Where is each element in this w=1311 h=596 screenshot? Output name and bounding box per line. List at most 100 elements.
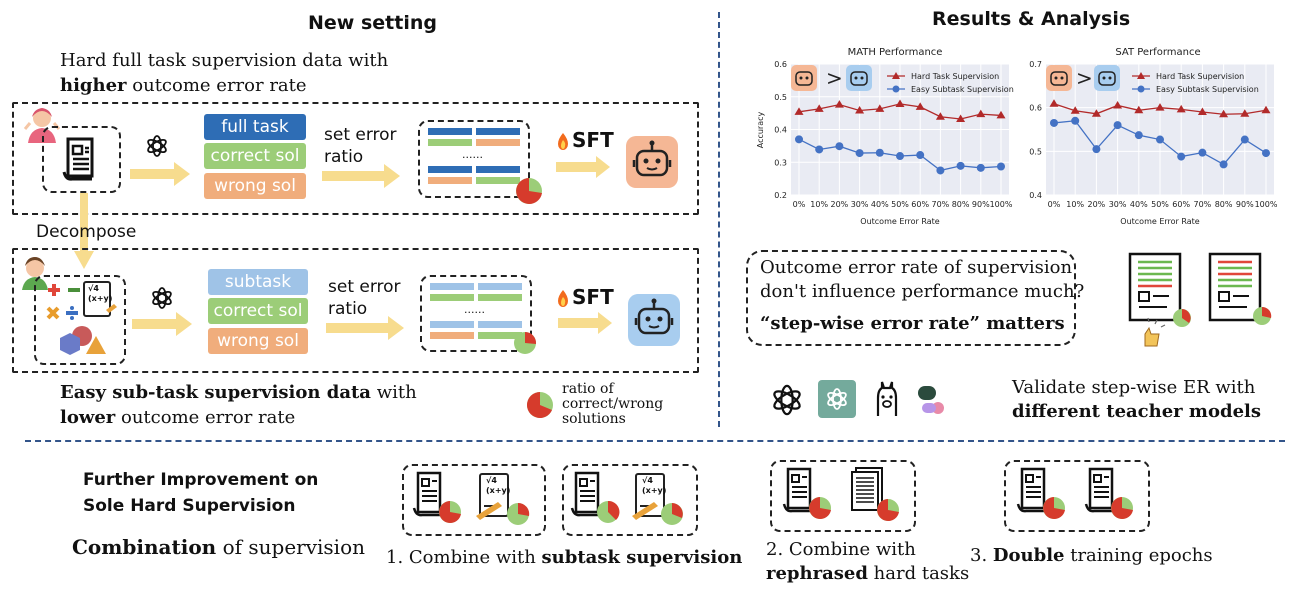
x-tick-labels: 0%10%20%30%40%50%60%70%80%90%100% (1048, 200, 1278, 209)
decompose-arrow (74, 193, 94, 269)
tag-wrong-sol-easy: wrong sol (208, 328, 308, 354)
sft-label-hard: SFT (572, 128, 614, 152)
robot-comparison: > (791, 65, 872, 91)
greater-than-sign: > (826, 66, 843, 90)
task-document-box (42, 126, 121, 193)
set-error-ratio-easy: set error ratio (328, 276, 401, 320)
math-performance-chart: MATH Performance 0.20.30.40.50.6 0%10%20… (756, 47, 1014, 226)
item-1-bold: subtask supervision (541, 547, 743, 568)
easy-supervision-description: Easy sub-task supervision data with lowe… (60, 380, 417, 430)
legend-marker (892, 85, 900, 93)
combination-bold: Combination (72, 535, 217, 559)
bar-correct (478, 332, 522, 339)
bar-subtask (430, 321, 474, 328)
chart-title: MATH Performance (848, 47, 943, 58)
easy-desc-rest: with (370, 382, 417, 403)
item-3-text: 3. Double training epochs (970, 545, 1213, 566)
arrow-to-mix-easy (326, 316, 404, 340)
data-point (875, 104, 885, 112)
x-tick-labels: 0%10%20%30%40%50%60%70%80%90%100% (793, 200, 1013, 209)
data-point (895, 99, 905, 107)
decompose-label: Decompose (36, 222, 137, 242)
bar-task (428, 166, 472, 173)
data-point (1197, 107, 1207, 116)
gemma-icon (918, 386, 944, 414)
data-point (956, 161, 965, 170)
tag-correct-sol-hard: correct sol (204, 143, 306, 169)
bar-task (476, 166, 520, 173)
bar-correct (428, 139, 472, 146)
x-tick-label: 90% (1236, 200, 1254, 209)
easy-desc-bold-2: lower (60, 407, 116, 428)
math-glyph-1: √4 (642, 476, 653, 485)
arrow-to-tags-easy (132, 312, 192, 336)
arrow-to-tags-hard (130, 162, 190, 186)
x-tick-label: 60% (911, 200, 929, 209)
bar-subtask (478, 321, 522, 328)
pie-legend-text: ratio of correct/wrong solutions (562, 382, 663, 427)
item-1-text: 1. Combine with subtask supervision (386, 547, 742, 568)
x-tick-label: 50% (1151, 200, 1169, 209)
x-tick-label: 30% (851, 200, 869, 209)
tag-full-task: full task (204, 114, 306, 140)
x-tick-label: 40% (1130, 200, 1148, 209)
x-tick-label: 50% (891, 200, 909, 209)
y-tick-label: 0.3 (774, 158, 787, 167)
data-point (915, 102, 925, 110)
greater-than-sign: > (1076, 66, 1093, 90)
llama-icon (876, 381, 898, 416)
robot-icon-blue (628, 294, 680, 346)
doc-plus-rephrased-icons (782, 467, 899, 521)
tag-correct-sol-easy: correct sol (208, 298, 308, 324)
math-glyph-2: (x+y) (88, 294, 113, 303)
bar-correct (476, 177, 520, 184)
data-point (1240, 135, 1249, 144)
openai-icon (773, 384, 801, 416)
arrow-to-mix-hard (322, 164, 400, 188)
pie-chart-icon (516, 178, 542, 204)
y-tick-labels: 0.20.30.40.50.6 (774, 60, 787, 200)
y-tick-label: 0.6 (1029, 104, 1042, 113)
pie-chart-icon (514, 331, 537, 354)
ellipsis: ...... (464, 303, 485, 316)
set-error-ratio-hard: set error ratio (324, 124, 397, 168)
data-point (1050, 118, 1058, 127)
math-glyph-1: √4 (486, 476, 497, 485)
data-point (1134, 131, 1143, 140)
bar-subtask (478, 283, 522, 290)
data-point (1091, 109, 1101, 117)
y-tick-label: 0.5 (1029, 147, 1042, 156)
x-tick-label: 90% (972, 200, 990, 209)
easy-subtask-panel (12, 248, 699, 373)
pie-legend-icon (527, 392, 553, 418)
data-point (814, 104, 824, 112)
math-glyph-2: (x+y) (642, 486, 667, 495)
item-2-line-1: 2. Combine with (766, 539, 916, 560)
robot-icon-orange (626, 136, 678, 188)
x-tick-label: 10% (810, 200, 828, 209)
legend-line: solutions (562, 411, 626, 427)
combo-box-3 (1004, 460, 1150, 532)
item-1-pre: 1. Combine with (386, 547, 542, 568)
data-point (1092, 145, 1101, 154)
data-point (835, 142, 844, 151)
data-point (1156, 135, 1164, 144)
data-point (1134, 105, 1144, 114)
x-tick-label: 70% (1194, 200, 1212, 209)
data-point (1176, 104, 1186, 113)
data-point (976, 163, 985, 172)
fire-icon (558, 133, 568, 150)
x-tick-label: 40% (871, 200, 889, 209)
data-point (976, 109, 986, 118)
ratio-label: ratio (328, 299, 368, 319)
item-3-rest: training epochs (1064, 545, 1213, 566)
y-axis-label: Accuracy (756, 111, 765, 148)
data-point (1113, 121, 1122, 130)
double-doc-icons (1016, 467, 1133, 519)
horizontal-divider (25, 440, 1285, 442)
y-tick-label: 0.5 (774, 93, 787, 102)
y-tick-label: 0.2 (774, 191, 787, 200)
y-tick-label: 0.4 (774, 126, 787, 135)
